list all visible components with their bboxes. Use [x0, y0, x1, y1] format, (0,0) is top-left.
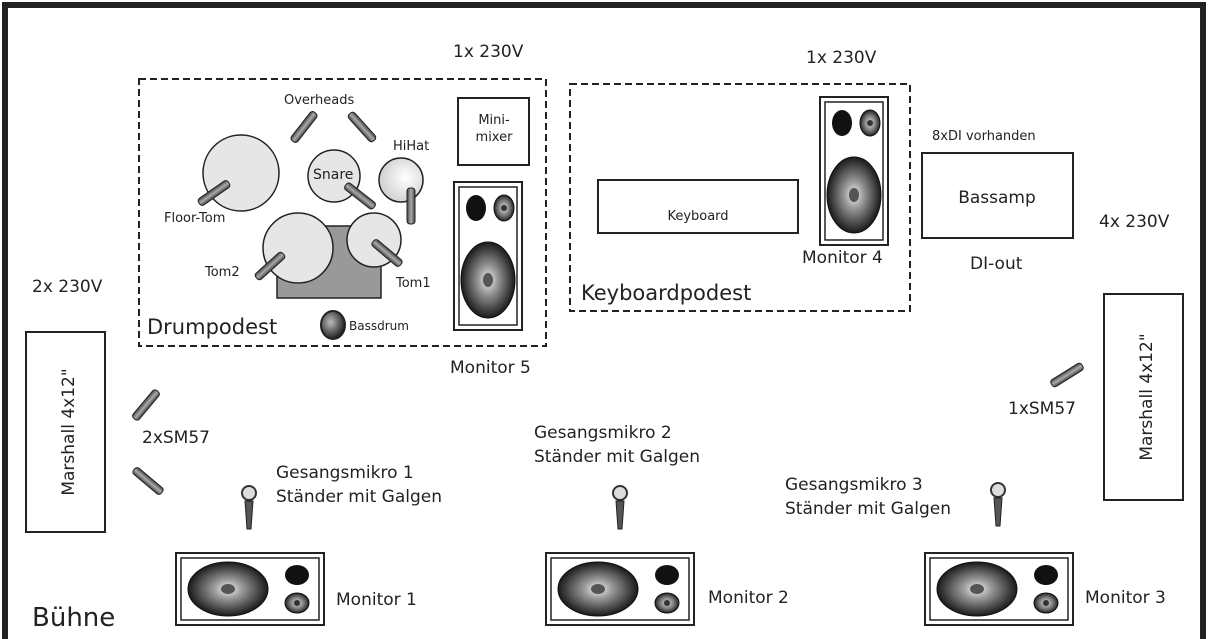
- monitor-5-label: Monitor 5: [450, 358, 531, 378]
- monitor-4-label: Monitor 4: [802, 248, 883, 268]
- vocal-mic-1-line2: Ständer mit Galgen: [276, 487, 442, 507]
- bass-di-out: DI-out: [970, 254, 1023, 274]
- vocal-mic-2-icon: [612, 485, 628, 530]
- vocal-mic-2-line1: Gesangsmikro 2: [534, 423, 672, 443]
- marshall-amp-left: [25, 331, 106, 533]
- marshall-amp-right: [1103, 293, 1184, 501]
- sm57-left-bottom-icon: [131, 465, 165, 497]
- minimixer-label-1: Mini-: [478, 113, 510, 128]
- hihat-label: HiHat: [393, 139, 429, 154]
- vocal-mic-1-icon: [241, 485, 257, 530]
- bassdrum: [320, 310, 346, 340]
- overhead-mic-left-icon: [289, 109, 319, 145]
- monitor-2-label: Monitor 2: [708, 588, 789, 608]
- hihat-cymbal: [378, 157, 424, 203]
- keyboard: [597, 179, 799, 234]
- drum-riser-label: Drumpodest: [147, 315, 277, 339]
- snare-label: Snare: [313, 167, 353, 183]
- power-drum: 1x 230V: [453, 42, 524, 62]
- power-right: 4x 230V: [1099, 212, 1170, 232]
- overheads-label: Overheads: [284, 93, 354, 108]
- vocal-mic-1-line1: Gesangsmikro 1: [276, 463, 414, 483]
- monitor-2: [545, 552, 695, 626]
- monitor-3-label: Monitor 3: [1085, 588, 1166, 608]
- power-keyboard: 1x 230V: [806, 48, 877, 68]
- bass-di-note: 8xDI vorhanden: [932, 129, 1036, 144]
- drum-riser: Drumpodest Mini- mixer Overheads HiHat: [138, 78, 547, 347]
- tom2-label: Tom2: [204, 265, 240, 280]
- keyboard-label: Keyboard: [667, 209, 728, 224]
- bassdrum-label: Bassdrum: [349, 319, 409, 333]
- monitor-1-label: Monitor 1: [336, 590, 417, 610]
- floor-tom: [202, 134, 280, 212]
- keyboard-riser: Keyboardpodest Keyboard Monitor 4: [569, 83, 911, 312]
- monitor-4: [819, 96, 889, 246]
- marshall-left-label: Marshall 4x12": [59, 368, 79, 495]
- overhead-mic-right-icon: [346, 110, 378, 144]
- monitor-1: [175, 552, 325, 626]
- sm57-right-icon: [1049, 361, 1085, 389]
- floor-tom-label: Floor-Tom: [164, 211, 225, 226]
- monitor-3: [924, 552, 1074, 626]
- tom-2: [262, 212, 334, 284]
- vocal-mic-3-line2: Ständer mit Galgen: [785, 499, 951, 519]
- tom1-label: Tom1: [395, 276, 431, 291]
- vocal-mic-2-line2: Ständer mit Galgen: [534, 447, 700, 467]
- minimixer: [457, 97, 530, 166]
- keyboard-riser-label: Keyboardpodest: [581, 281, 751, 305]
- marshall-right-label: Marshall 4x12": [1137, 333, 1157, 460]
- hihat-mic-icon: [406, 187, 416, 225]
- bass-amp: [921, 152, 1074, 239]
- monitor-5: [453, 181, 523, 331]
- stage-name: Bühne: [32, 603, 115, 633]
- vocal-mic-3-icon: [990, 482, 1006, 527]
- sm57-left-top-icon: [130, 388, 162, 422]
- vocal-mic-3-line1: Gesangsmikro 3: [785, 475, 923, 495]
- sm57-left-label: 2xSM57: [142, 428, 210, 448]
- power-left: 2x 230V: [32, 277, 103, 297]
- minimixer-label-2: mixer: [476, 130, 514, 145]
- sm57-right-label: 1xSM57: [1008, 399, 1076, 419]
- bass-amp-label: Bassamp: [958, 188, 1036, 208]
